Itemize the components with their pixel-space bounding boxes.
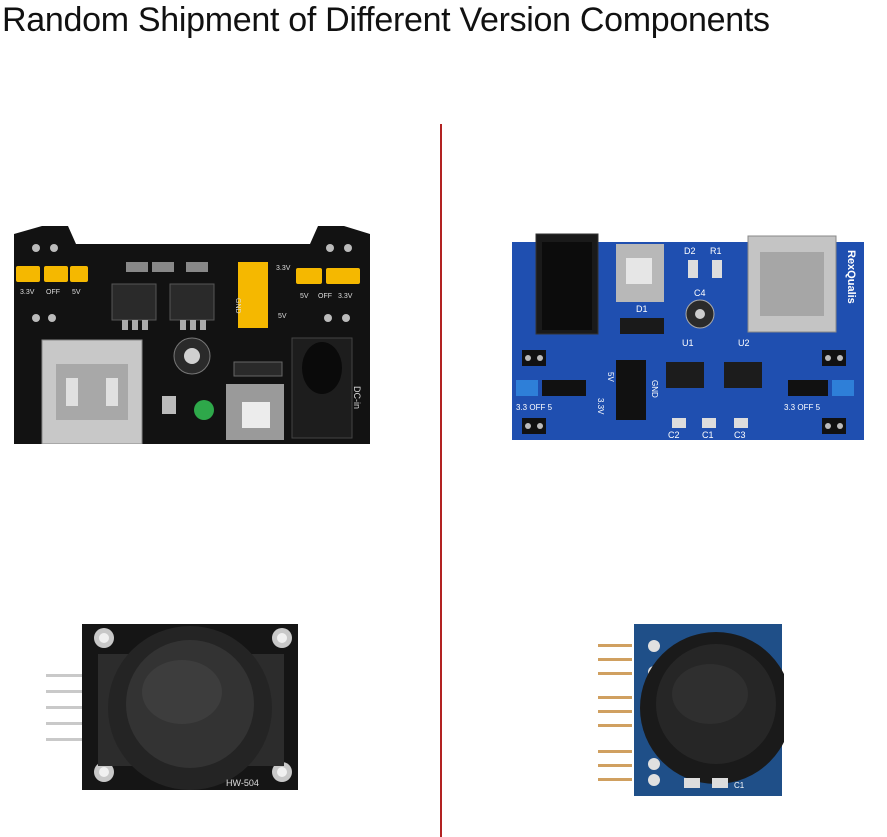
silk-5v: 5V — [606, 372, 615, 382]
silk-u1: U1 — [682, 338, 694, 348]
black-power-module-image: 3.3V OFF 5V GND 3.3V 5V 5V OFF 3.3V DC-i… — [14, 226, 370, 444]
vertical-divider — [440, 124, 442, 837]
silk-5v-mid: 5V — [278, 313, 287, 320]
silk-range-left: 3.3 OFF 5 — [516, 403, 553, 412]
silk-c1-joystick: C1 — [734, 781, 745, 790]
silk-brand: RexQualis — [845, 250, 857, 304]
silk-r1: R1 — [710, 246, 722, 256]
silk-c2: C2 — [668, 430, 680, 440]
silk-hw-504: HW-504 — [226, 778, 259, 788]
silk-range-right: 3.3 OFF 5 — [784, 403, 821, 412]
silk-3v3: 3.3V — [596, 398, 605, 415]
silk-off-right: OFF — [318, 293, 332, 300]
silk-3v3-right: 3.3V — [338, 293, 353, 300]
silk-c4: C4 — [694, 288, 706, 298]
silk-gnd-blue: GND — [650, 380, 659, 398]
silk-d2: D2 — [684, 246, 696, 256]
silk-d1: D1 — [636, 304, 648, 314]
silk-gnd: GND — [234, 298, 241, 314]
page-title: Random Shipment of Different Version Com… — [2, 1, 770, 39]
black-joystick-image: HW-504 — [46, 624, 298, 790]
silk-off-left: OFF — [46, 289, 60, 296]
silk-3v3-mid: 3.3V — [276, 265, 291, 272]
silk-c1: C1 — [702, 430, 714, 440]
silk-c3: C3 — [734, 430, 746, 440]
silk-5v-right: 5V — [300, 293, 309, 300]
blue-joystick-image: C1 — [598, 624, 784, 796]
blue-power-module-image: D2 R1 RexQualis C4 D1 3.3 OFF 5 5V GND 3… — [512, 233, 864, 440]
silk-5v-left: 5V — [72, 289, 81, 296]
silk-3v3-left: 3.3V — [20, 289, 35, 296]
silk-u2: U2 — [738, 338, 750, 348]
silk-dc-in: DC-in — [352, 386, 362, 409]
